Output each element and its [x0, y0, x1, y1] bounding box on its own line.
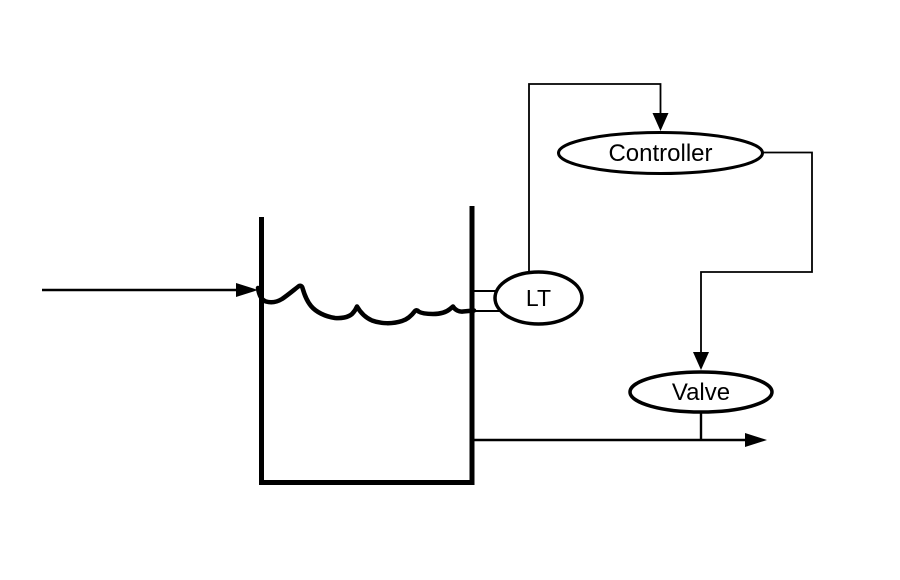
controller-to-valve-signal-line	[700, 151, 813, 354]
valve-node-label: Valve	[672, 379, 730, 406]
outlet-arrowhead	[745, 433, 767, 447]
lt-to-controller-signal-line	[528, 83, 662, 272]
controller-node-label: Controller	[608, 140, 712, 167]
liquid-surface-line	[255, 283, 477, 326]
controller-input-arrowhead	[652, 113, 669, 131]
controller-node-ellipse	[557, 131, 764, 175]
lt-node: LT	[493, 270, 584, 326]
lt-node-ellipse	[493, 270, 584, 326]
valve-node: Valve	[628, 370, 774, 414]
controller-node: Controller	[557, 131, 764, 175]
lt-node-label: LT	[526, 285, 551, 311]
inlet-arrowhead	[236, 283, 258, 297]
valve-input-arrowhead	[693, 352, 709, 370]
